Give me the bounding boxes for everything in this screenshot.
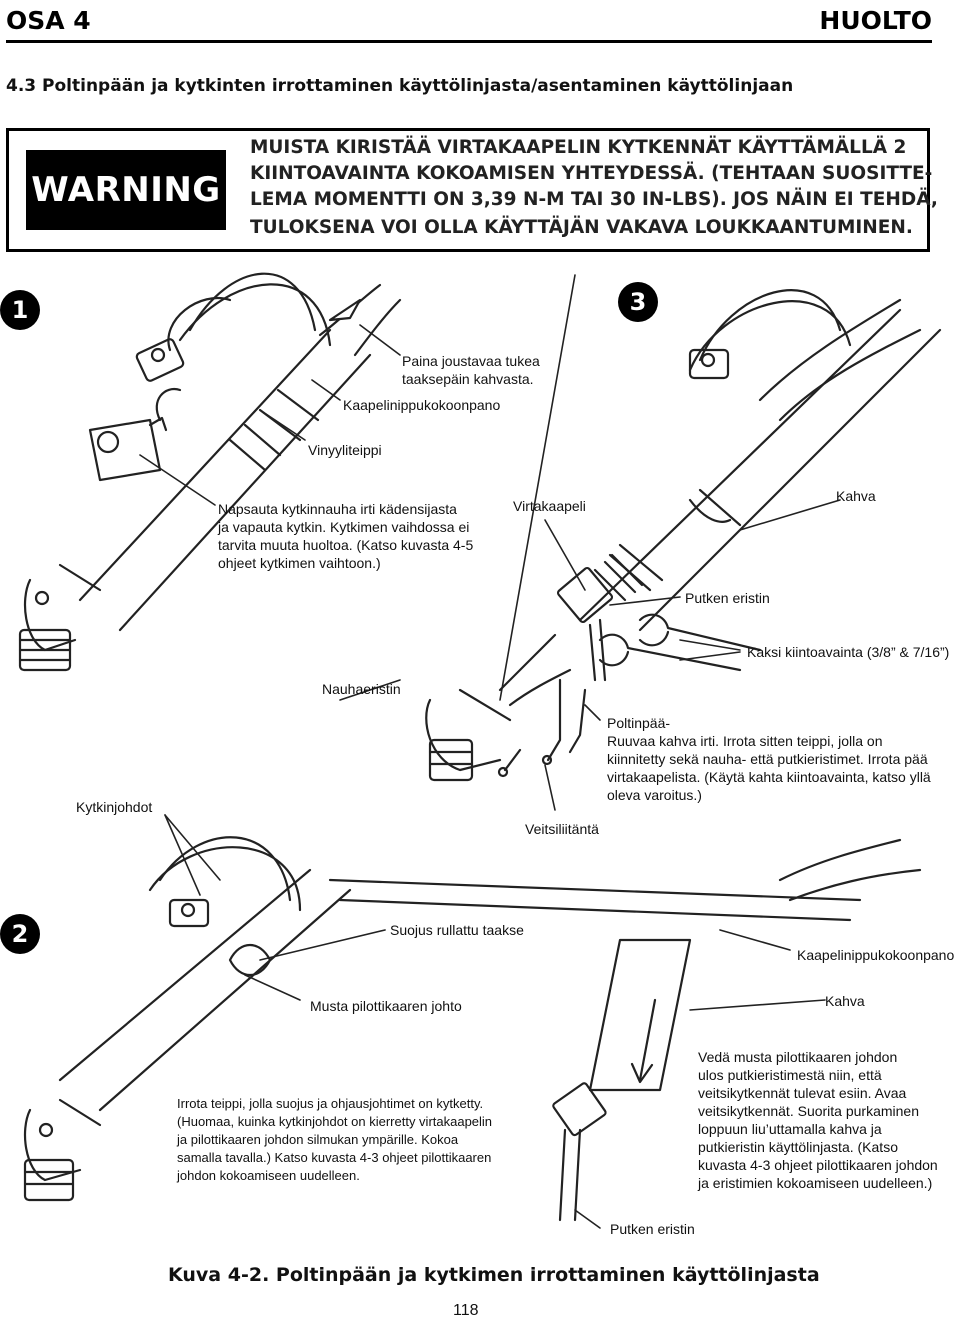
warning-line: KIINTOAVAINTA KOKOAMISEN YHTEYDESSÄ. (TE…	[250, 163, 933, 184]
panel-2-torch-drawing	[23, 836, 922, 1222]
label-musta-pilottikaaren-johto: Musta pilottikaaren johto	[310, 998, 462, 1014]
chapter-title: HUOLTO	[819, 6, 932, 35]
label-kytkinjohdot: Kytkinjohdot	[76, 799, 153, 815]
warning-label: WARNING	[26, 150, 226, 230]
label-putken-eristin-2: Putken eristin	[610, 1221, 695, 1237]
label-virtakaapeli: Virtakaapeli	[513, 498, 586, 514]
panel-1-torch-drawing	[18, 272, 402, 672]
label-putken-eristin-1: Putken eristin	[685, 590, 770, 606]
warning-line: MUISTA KIRISTÄÄ VIRTAKAAPELIN KYTKENNÄT …	[250, 137, 907, 158]
label-kaapelinippu-1: Kaapelinippukokoonpano	[343, 397, 501, 413]
label-vinyyliteippi: Vinyyliteippi	[308, 442, 382, 458]
label-veda: Vedä musta pilottikaaren johdon ulos put…	[698, 1049, 938, 1191]
header-rule	[6, 40, 932, 43]
warning-line: LEMA MOMENTTI ON 3,39 N-M TAI 30 IN-LBS)…	[250, 189, 938, 210]
label-kaksi-kiintoavainta: Kaksi kiintoavainta (3/8” & 7/16”)	[747, 644, 950, 660]
label-kahva-2: Kahva	[825, 993, 865, 1009]
label-irrota: Irrota teippi, jolla suojus ja ohjausjoh…	[177, 1096, 493, 1183]
label-paina: Paina joustavaa tukea taaksepäin kahvast…	[402, 353, 540, 387]
figure-caption: Kuva 4-2. Poltinpään ja kytkimen irrotta…	[168, 1264, 820, 1286]
step-1-badge: 1	[0, 290, 40, 330]
step-2-badge: 2	[0, 914, 40, 954]
warning-line: TULOKSENA VOI OLLA KÄYTTÄJÄN VAKAVA LOUK…	[250, 217, 913, 238]
label-suojus: Suojus rullattu taakse	[390, 922, 524, 938]
step-3-badge: 3	[618, 282, 658, 322]
page-number: 118	[453, 1302, 479, 1319]
label-veitsiliitanta: Veitsiliitäntä	[525, 821, 599, 837]
warning-box	[6, 128, 930, 252]
section-title: 4.3 Poltinpään ja kytkinten irrottaminen…	[6, 76, 794, 96]
panel-3-torch-drawing	[425, 289, 942, 782]
label-kahva-1: Kahva	[836, 488, 876, 504]
label-kaapelinippu-2: Kaapelinippukokoonpano	[797, 947, 955, 963]
label-napsauta: Napsauta kytkinnauha irti kädensijasta j…	[218, 501, 474, 571]
chapter-label: OSA 4	[6, 6, 91, 35]
label-poltinpaa: Poltinpää- Ruuvaa kahva irti. Irrota sit…	[607, 715, 931, 803]
label-nauhaeristin: Nauhaeristin	[322, 681, 401, 697]
